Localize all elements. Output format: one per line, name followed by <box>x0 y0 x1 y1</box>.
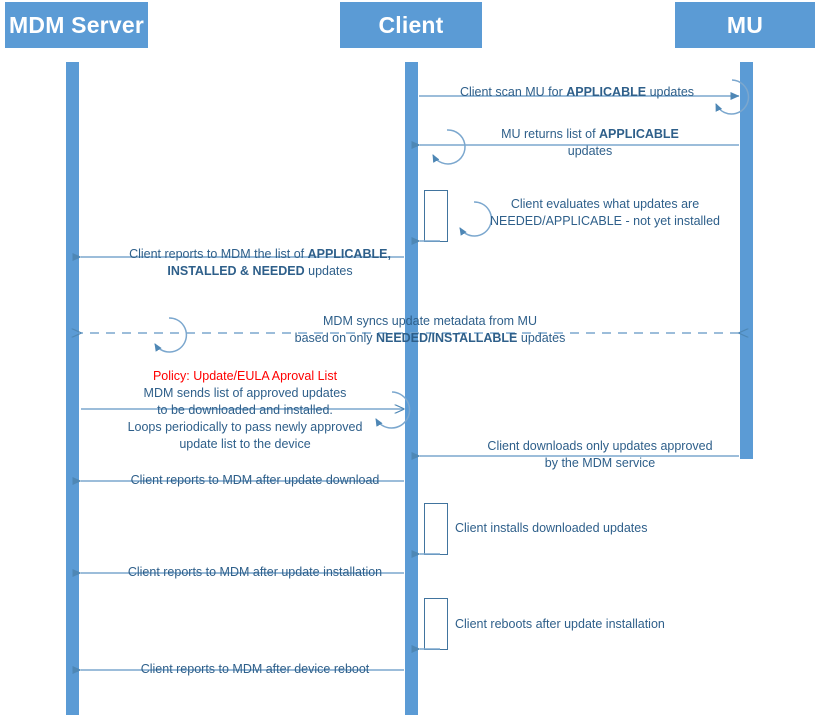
participant-mu-label: MU <box>726 11 764 38</box>
message-label-client-scan-mu: Client scan MU for APPLICABLE updates <box>459 85 695 99</box>
participant-mdm-server[interactable]: MDM Server <box>5 2 148 48</box>
activation-box-client-install <box>424 503 448 555</box>
message-label-report-after-reboot: Client reports to MDM after device reboo… <box>140 662 370 676</box>
participant-mu[interactable]: MU <box>675 2 815 48</box>
activation-box-client-evaluate <box>424 190 448 242</box>
participant-client-label: Client <box>378 11 444 38</box>
message-label-client-reboots: Client reboots after update installation <box>455 617 665 631</box>
lifeline-mdm-server <box>66 62 79 715</box>
message-label-report-after-download: Client reports to MDM after update downl… <box>130 473 380 487</box>
message-label-client-installs-updates: Client installs downloaded updates <box>455 521 648 535</box>
message-label-client-reports-applicable-installed-needed: Client reports to MDM the list of APPLIC… <box>129 247 391 278</box>
message-label-report-after-installation: Client reports to MDM after update insta… <box>127 565 383 579</box>
lifeline-client <box>405 62 418 715</box>
lifeline-mu <box>740 62 753 459</box>
activation-box-client-reboot <box>424 598 448 650</box>
participant-mdm-server-label: MDM Server <box>9 11 144 38</box>
participant-client[interactable]: Client <box>340 2 482 48</box>
